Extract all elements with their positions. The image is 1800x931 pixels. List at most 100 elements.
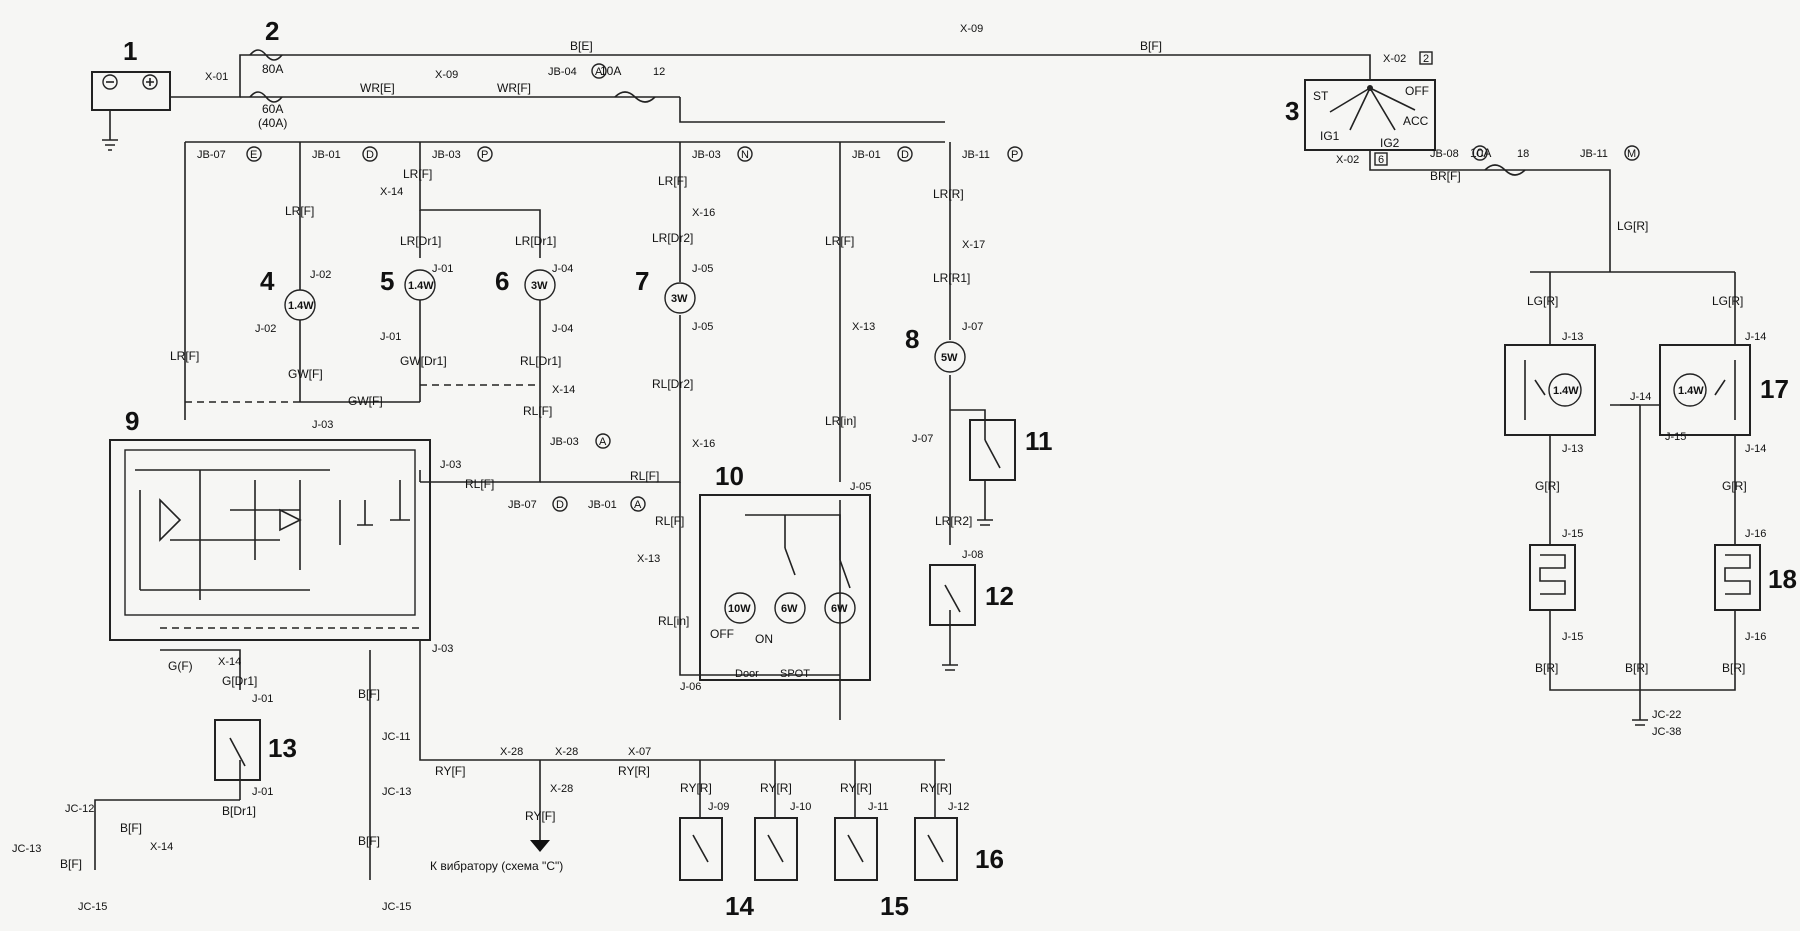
connectors-x02-bot: X-02	[1336, 154, 1359, 166]
wires-gR-l: G[R]	[1535, 479, 1560, 493]
heater-elements-18	[1529, 544, 1761, 611]
connectors-j14-a: J-14	[1745, 331, 1766, 343]
connectors-j14-b: J-14	[1745, 443, 1766, 455]
connectors-x02-top: X-02	[1383, 53, 1406, 65]
fuse-12	[614, 91, 656, 103]
connectors-jc22: JC-22	[1652, 709, 1681, 721]
connectors-x07: X-07	[628, 746, 651, 758]
wires-ryR-15: RY[R]	[840, 781, 872, 795]
label-13: 13	[268, 733, 297, 763]
circled-d3: D	[556, 499, 564, 511]
circled-p1: P	[481, 149, 488, 161]
circled-c1: C	[1476, 148, 1484, 160]
connectors-j07-b: J-07	[912, 433, 933, 445]
connectors-j16-a: J-16	[1745, 528, 1766, 540]
connectors-jc15a: JC-15	[78, 901, 107, 913]
wires-rlDr1: RL[Dr1]	[520, 354, 561, 368]
wires-lrDr1-5: LR[Dr1]	[400, 234, 441, 248]
connectors-jb07-d: JB-07	[508, 499, 537, 511]
connectors-j01-a: J-01	[432, 263, 453, 275]
ign-st: ST	[1313, 89, 1329, 103]
lamp-switches-17	[1504, 344, 1751, 436]
label-4: 4	[260, 266, 275, 296]
circled-p2: P	[1011, 149, 1018, 161]
connectors-j04-b: J-04	[552, 323, 573, 335]
wires-ryF-b: RY[F]	[525, 809, 555, 823]
connectors-j10: J-10	[790, 801, 811, 813]
connectors-j15-b: J-15	[1562, 528, 1583, 540]
label-11: 11	[1025, 426, 1053, 456]
connectors-j01-d: J-01	[252, 786, 273, 798]
bulb-7-rating: 3W	[671, 293, 688, 305]
wires-lrF-10: LR[F]	[825, 234, 854, 248]
connectors-j08: J-08	[962, 549, 983, 561]
label-18: 18	[1768, 564, 1797, 594]
wires-lgR: LG[R]	[1617, 219, 1648, 233]
circled-e1: E	[250, 149, 257, 161]
connectors-j03-b: J-03	[440, 459, 461, 471]
connectors-j15-a: J-15	[1665, 431, 1686, 443]
circled-markers: A E D P N D P A D A C M	[246, 63, 1640, 512]
bulb-4-rating: 1.4W	[288, 300, 314, 312]
label-17: 17	[1760, 374, 1789, 404]
connectors-x13-b: X-13	[637, 553, 660, 565]
connectors-jb01-d: JB-01	[312, 149, 341, 161]
wires-gF: G(F)	[168, 659, 193, 673]
switches-14-15-16	[679, 817, 958, 881]
label-9: 9	[125, 406, 139, 436]
rl-spot: SPOT	[780, 668, 810, 680]
boxed-x02-bot-pin: 6	[1378, 154, 1384, 166]
connectors-jc13b: JC-13	[382, 786, 411, 798]
wires-bR-l: B[R]	[1535, 661, 1558, 675]
wire-labels: B[E] B[F] WR[E] WR[F] LR[F] LR[F] LR[Dr1…	[60, 39, 1747, 871]
wires-gwF-4: GW[F]	[288, 367, 323, 381]
control-module-9	[109, 439, 431, 641]
connectors-jb08: JB-08	[1430, 148, 1459, 160]
connectors-jc13a: JC-13	[12, 843, 41, 855]
connectors-x14-a: X-14	[380, 186, 403, 198]
connectors-x28-c: X-28	[550, 783, 573, 795]
label-1: 1	[123, 36, 137, 66]
circled-a3: A	[634, 499, 642, 511]
connectors-j02-a: J-02	[310, 269, 331, 281]
connectors-j07-a: J-07	[962, 321, 983, 333]
connectors-x09-top: X-09	[960, 23, 983, 35]
ign-ig2: IG2	[1380, 136, 1400, 150]
connectors-jb07-e: JB-07	[197, 149, 226, 161]
wires-gwF-9: GW[F]	[348, 394, 383, 408]
circled-d2: D	[901, 149, 909, 161]
wires-ryR-14b: RY[R]	[760, 781, 792, 795]
connectors-j03-a: J-03	[312, 419, 333, 431]
connectors-j15-c: J-15	[1562, 631, 1583, 643]
connectors-j03-c: J-03	[432, 643, 453, 655]
connectors-jb03-a: JB-03	[550, 436, 579, 448]
room-lamp-labels: OFF ON Door SPOT	[710, 627, 810, 680]
ign-acc: ACC	[1403, 114, 1429, 128]
connectors-j13-a: J-13	[1562, 331, 1583, 343]
connectors-jc11: JC-11	[382, 731, 411, 743]
connectors-j06: J-06	[680, 681, 701, 693]
connectors-x14-d: X-14	[150, 841, 173, 853]
wires-lgR-l: LG[R]	[1527, 294, 1558, 308]
connectors-x09: X-09	[435, 69, 458, 81]
bulb-17b-rating: 1.4W	[1678, 385, 1704, 397]
wires-lrF-4: LR[F]	[285, 204, 314, 218]
label-12: 12	[985, 581, 1014, 611]
circled-d1: D	[366, 149, 374, 161]
connectors-x13-a: X-13	[852, 321, 875, 333]
bulb-ratings: 1.4W 1.4W 3W 3W 5W 10W 6W 6W 1.4W 1.4W	[288, 280, 1704, 615]
switch-12	[929, 564, 976, 671]
connectors-jc38: JC-38	[1652, 726, 1681, 738]
connectors-j14-c: J-14	[1630, 391, 1651, 403]
wires-rlF-10: RL[F]	[655, 514, 684, 528]
circled-a1: A	[595, 66, 603, 78]
wires-bF-b: B[F]	[358, 834, 380, 848]
fuse-40a: (40A)	[258, 116, 287, 130]
label-3: 3	[1285, 96, 1299, 126]
connectors-j05-c: J-05	[850, 481, 871, 493]
wires-lrF-7: LR[F]	[658, 174, 687, 188]
connectors-jc15b: JC-15	[382, 901, 411, 913]
wires-lrDr1-6: LR[Dr1]	[515, 234, 556, 248]
wires-wrE: WR[E]	[360, 81, 395, 95]
wires-lrF-9: LR[F]	[170, 349, 199, 363]
